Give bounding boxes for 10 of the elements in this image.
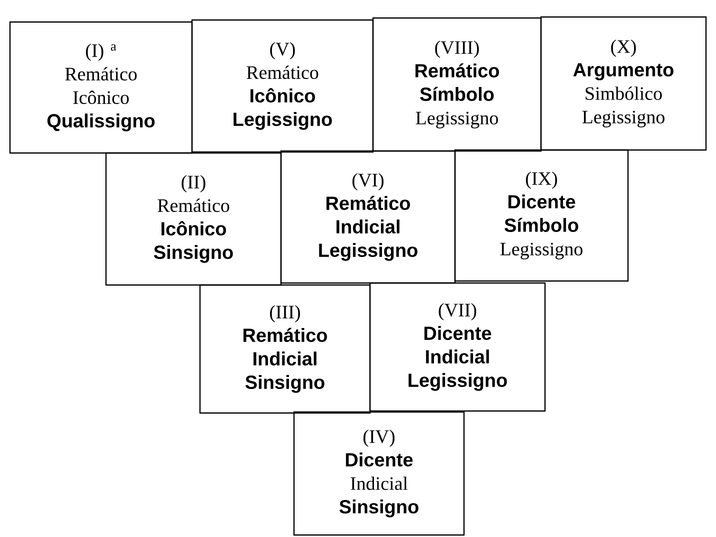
- class-box: (I) $^{a}$ Remático Icônico Qualissigno: [9, 21, 193, 154]
- class-box: (IX) Dicente Símbolo Legissigno: [454, 149, 629, 282]
- class-box: (VIII) Remático Símbolo Legissigno: [372, 17, 542, 152]
- class-box: (VI) Remático Indicial Legissigno: [280, 150, 456, 284]
- class-box: (X) Argumento Simbólico Legissigno: [540, 16, 707, 151]
- class-box: (VII) Dicente Indicial Legissigno: [369, 282, 546, 412]
- class-box: (V) Remático Icônico Legissigno: [191, 19, 374, 153]
- class-box: (III) Remático Indicial Sinsigno: [199, 284, 371, 414]
- class-box: (II) Remático Icônico Sinsigno: [105, 152, 282, 286]
- class-box: (IV) Dicente Indicial Sinsigno: [293, 411, 465, 536]
